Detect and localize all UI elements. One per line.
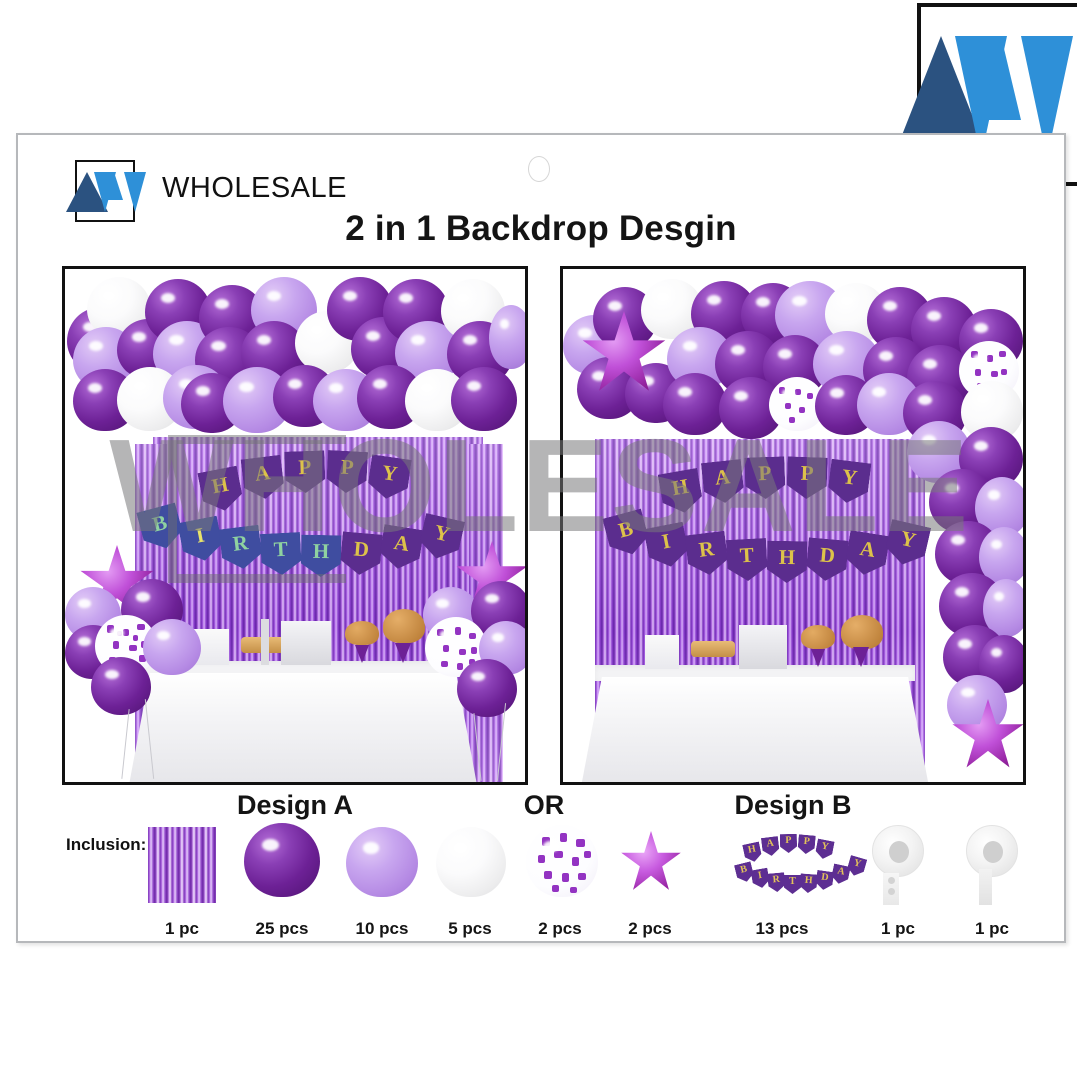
balloon (91, 657, 151, 715)
balloon (451, 367, 517, 431)
donut-pile (801, 625, 835, 649)
inclusion-qty: 2 pcs (538, 919, 582, 938)
inclusion-qty: 13 pcs (755, 919, 809, 938)
inclusion-qty: 2 pcs (628, 919, 672, 938)
dessert-table-cloth (129, 673, 477, 782)
inclusion-qty: 10 pcs (355, 919, 409, 938)
balloon (143, 619, 201, 675)
design-a-label: Design A (236, 790, 353, 820)
cake-stand (691, 641, 735, 657)
table-prop (261, 619, 269, 665)
inclusion-item-foil-star-balloon: 2 pcs (604, 817, 696, 939)
balloon (947, 675, 1007, 733)
header-aw-logo-icon (66, 172, 146, 212)
design-b-scene: H A P P Y B I R T H D A Y (563, 269, 1023, 782)
metallic-purple-balloon-icon (236, 817, 328, 909)
confetti-balloon-icon (514, 817, 606, 909)
balloon (457, 659, 517, 717)
inclusion-label: Inclusion: (66, 835, 147, 854)
design-a-panel: H A P P Y B I R T H D A Y (62, 266, 528, 785)
design-b-panel: H A P P Y B I R T H D A Y (560, 266, 1026, 785)
inclusion-item-birthday-banner: H A P P Y B I R T H D A Y 13 (692, 817, 872, 939)
dessert-table-cloth (581, 677, 929, 782)
corner-aw-logo-icon (893, 36, 1073, 158)
inclusion-item-white-balloon: 5 pcs (424, 817, 516, 939)
design-a-scene: H A P P Y B I R T H D A Y (65, 269, 525, 782)
inclusion-qty: 1 pc (880, 919, 916, 938)
balloon-arch-strip-icon (852, 817, 944, 909)
inclusion-qty: 1 pc (974, 919, 1010, 938)
header-brand-name: WHOLESALE (162, 172, 347, 204)
inclusion-item-pastel-lilac-balloon: 10 pcs (336, 817, 428, 939)
balloon (489, 305, 525, 369)
pastel-lilac-balloon-icon (336, 817, 428, 909)
balloon-string (121, 709, 130, 779)
hang-hole-icon (528, 156, 550, 182)
glue-dot-tape-icon (946, 817, 1038, 909)
donut-pile (383, 609, 425, 643)
balloon (983, 579, 1023, 637)
donut-pile (841, 615, 883, 649)
inclusion-item-metallic-purple-balloon: 25 pcs (236, 817, 328, 939)
cake-box (739, 625, 787, 669)
inclusion-qty: 25 pcs (255, 919, 309, 938)
page-title: 2 in 1 Backdrop Desgin (345, 209, 737, 248)
inclusion-item-fringe-curtain: 1 pc (136, 817, 228, 939)
gift-box (645, 635, 679, 669)
inclusion-item-glue-tape: 1 pc (946, 817, 1038, 939)
cake-box (281, 621, 331, 665)
balloon (663, 373, 727, 435)
white-balloon-icon (424, 817, 516, 909)
inclusion-qty: 1 pc (164, 919, 200, 938)
inclusion-item-arch-strip: 1 pc (852, 817, 944, 939)
donut-pile (345, 621, 379, 645)
product-card: WHOLESALE 2 in 1 Backdrop Desgin (16, 133, 1066, 943)
design-or-label: OR (523, 790, 565, 820)
inclusion-item-confetti-balloon: 2 pcs (514, 817, 606, 939)
fringe-curtain-swatch-icon (136, 817, 228, 909)
design-b-label: Design B (734, 790, 852, 820)
inclusion-row: 1 pc 25 pcs 10 pcs 5 pcs (136, 817, 1038, 939)
foil-star-balloon-icon (604, 817, 696, 909)
inclusion-qty: 5 pcs (448, 919, 492, 938)
happy-birthday-banner-icon: H A P P Y B I R T H D A Y (692, 817, 872, 909)
